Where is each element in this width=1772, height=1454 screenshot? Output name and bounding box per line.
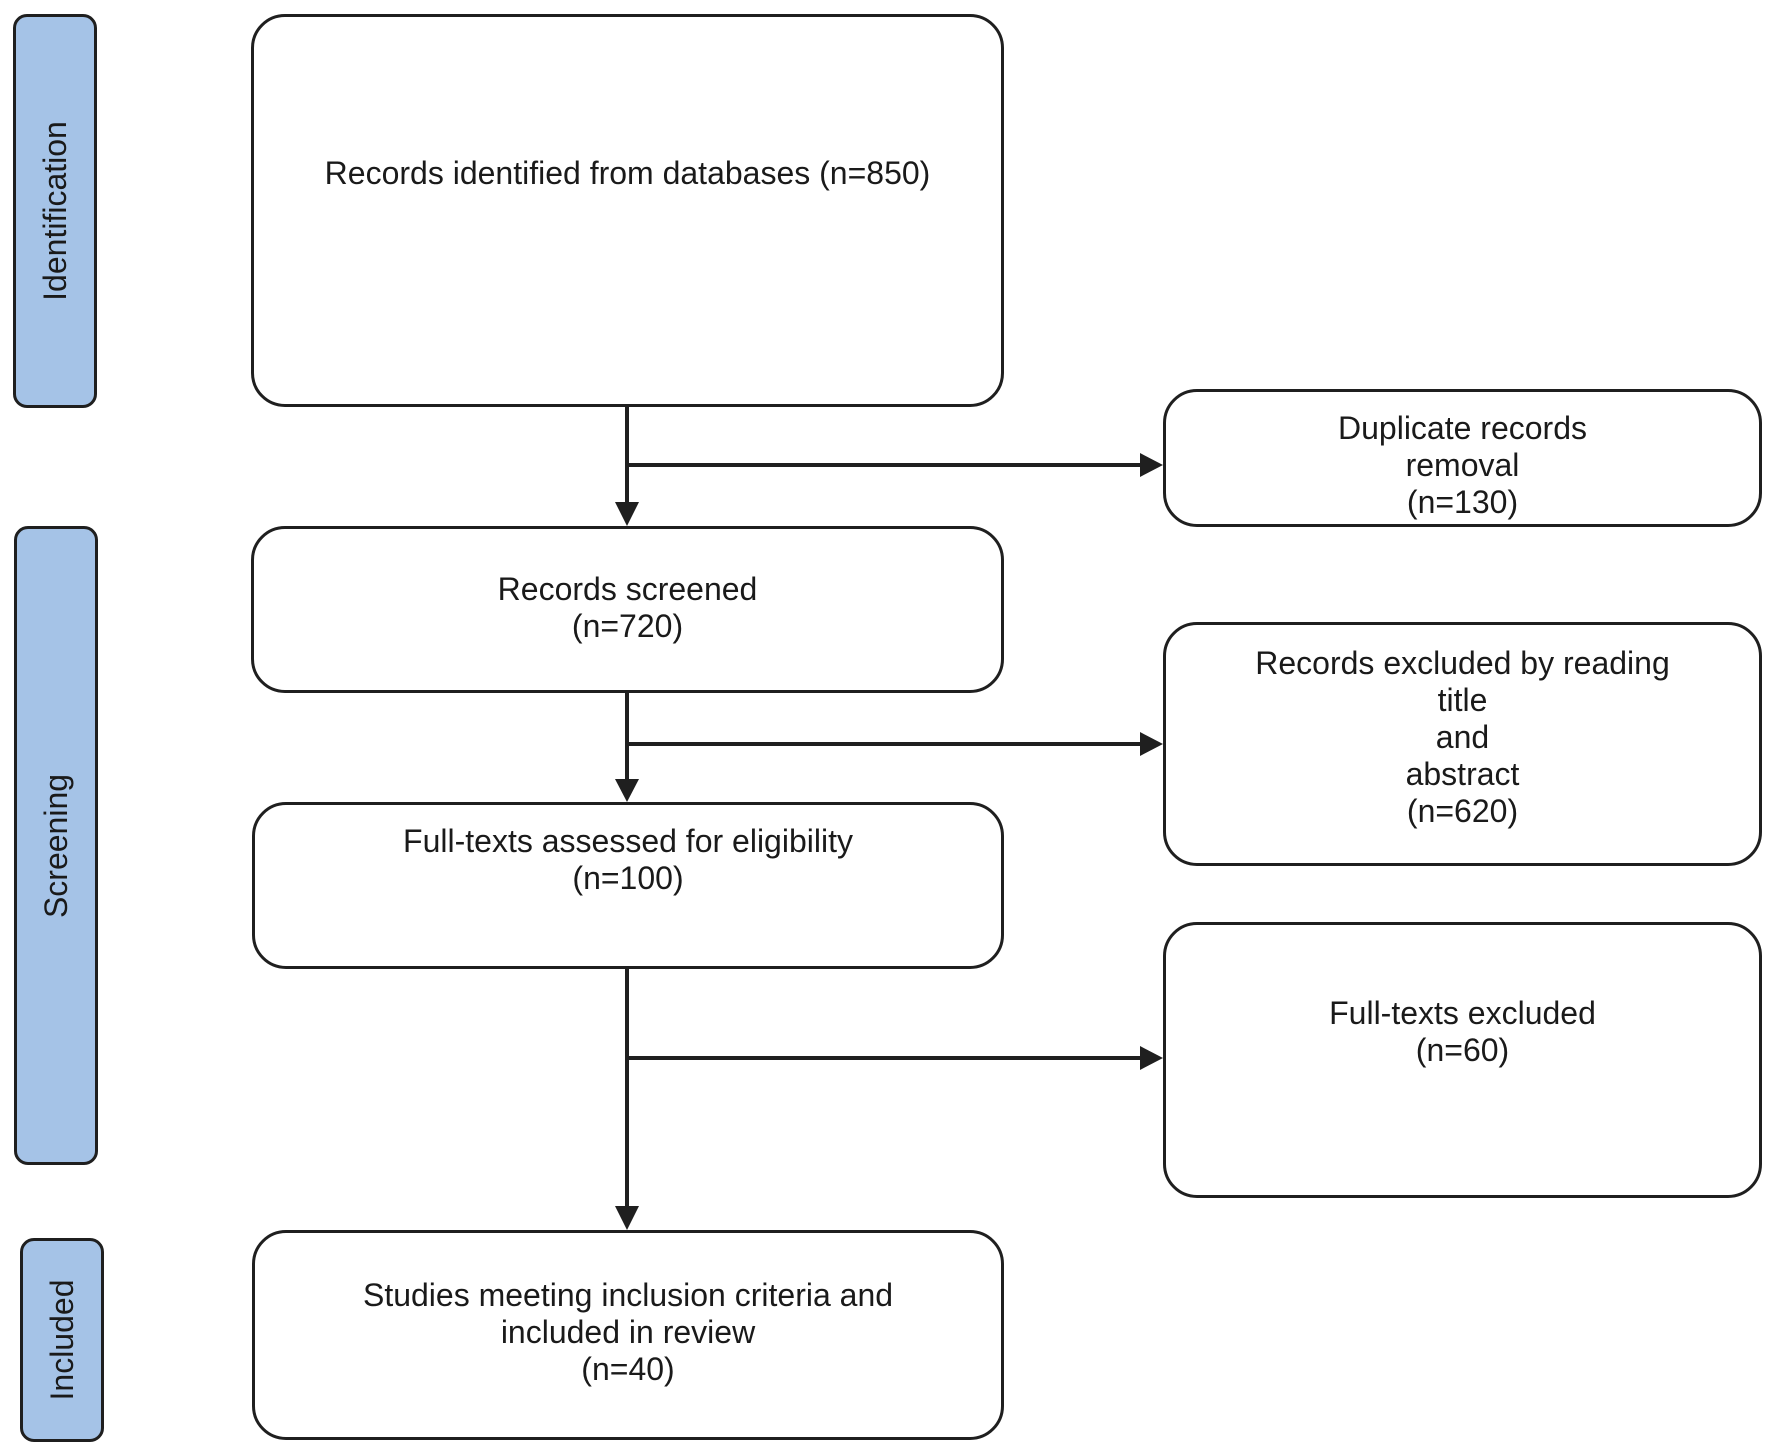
fulltext-assessed-box: Full-texts assessed for eligibility (n=1… xyxy=(252,802,1004,969)
studies-included-count: (n=40) xyxy=(581,1351,675,1387)
records-excluded-text: Records excluded by reading title and ab… xyxy=(1166,645,1759,830)
records-identified-line: Records identified from databases (n=850… xyxy=(324,155,931,191)
fulltext-excluded-box: Full-texts excluded (n=60) xyxy=(1163,922,1762,1198)
records-excluded-line-3: and xyxy=(1435,719,1490,755)
fulltext-assessed-line: Full-texts assessed for eligibility xyxy=(403,823,853,859)
records-identified-box: Records identified from databases (n=850… xyxy=(251,14,1004,407)
records-screened-line: Records screened xyxy=(497,571,758,607)
records-identified-text: Records identified from databases (n=850… xyxy=(254,155,1001,192)
fulltext-excluded-count: (n=60) xyxy=(1415,1032,1510,1068)
records-excluded-box: Records excluded by reading title and ab… xyxy=(1163,622,1762,866)
arrowhead-down-included xyxy=(615,1206,639,1230)
phase-screening: Screening xyxy=(14,526,98,1165)
records-screened-text: Records screened (n=720) xyxy=(254,571,1001,645)
arrowhead-right-duplicates xyxy=(1140,453,1163,477)
records-excluded-line-1: Records excluded by reading xyxy=(1255,645,1670,681)
records-excluded-line-2: title xyxy=(1437,682,1488,718)
arrowhead-down-screened xyxy=(615,502,639,526)
records-screened-count: (n=720) xyxy=(571,608,684,644)
duplicate-removal-text: Duplicate records removal (n=130) xyxy=(1166,410,1759,521)
records-screened-box: Records screened (n=720) xyxy=(251,526,1004,693)
records-excluded-line-4: abstract xyxy=(1405,756,1520,792)
duplicate-removal-box: Duplicate records removal (n=130) xyxy=(1163,389,1762,527)
phase-identification: Identification xyxy=(13,14,97,408)
arrowhead-down-fulltext xyxy=(615,779,639,802)
studies-included-text: Studies meeting inclusion criteria and i… xyxy=(255,1277,1001,1388)
fulltext-excluded-text: Full-texts excluded (n=60) xyxy=(1166,995,1759,1069)
phase-included: Included xyxy=(20,1238,104,1442)
fulltext-excluded-line: Full-texts excluded xyxy=(1329,995,1596,1031)
studies-included-line-1: Studies meeting inclusion criteria and xyxy=(362,1277,894,1313)
fulltext-assessed-text: Full-texts assessed for eligibility (n=1… xyxy=(255,823,1001,897)
arrowhead-right-records-excluded xyxy=(1140,732,1163,756)
duplicate-removal-line-1: Duplicate records xyxy=(1338,410,1587,446)
studies-included-box: Studies meeting inclusion criteria and i… xyxy=(252,1230,1004,1440)
duplicate-removal-count: (n=130) xyxy=(1406,484,1519,520)
duplicate-removal-line-2: removal xyxy=(1405,447,1520,483)
fulltext-assessed-count: (n=100) xyxy=(572,860,684,896)
studies-included-line-2: included in review xyxy=(500,1314,756,1350)
records-excluded-count: (n=620) xyxy=(1406,793,1519,829)
arrowhead-right-fulltext-excluded xyxy=(1140,1046,1163,1070)
